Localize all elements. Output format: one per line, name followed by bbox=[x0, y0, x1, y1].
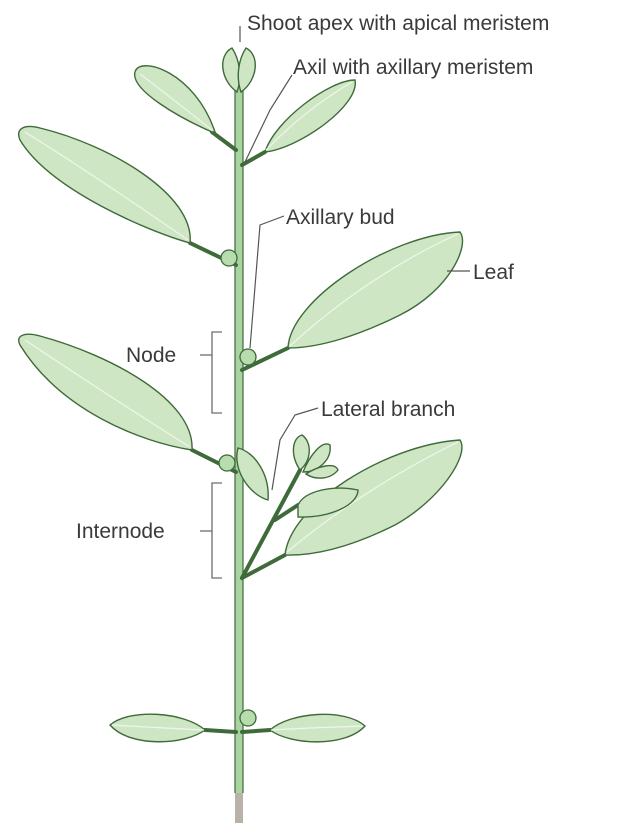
main-stem bbox=[235, 85, 243, 793]
label-internode: Internode bbox=[76, 520, 165, 543]
shoot-apex-bud bbox=[223, 48, 256, 92]
label-leaf: Leaf bbox=[473, 261, 514, 284]
leaf-large-left-top bbox=[19, 127, 191, 244]
leaf-upper-left bbox=[135, 66, 215, 132]
node-bracket bbox=[200, 332, 222, 413]
leaf-large-right-leaf bbox=[288, 232, 463, 348]
label-axillary-bud: Axillary bud bbox=[286, 206, 395, 229]
axillary-bud-3 bbox=[219, 455, 235, 471]
leaf-bottom-right bbox=[270, 714, 365, 742]
label-node: Node bbox=[126, 344, 176, 367]
axillary-bud-2 bbox=[240, 349, 256, 365]
label-axil: Axil with axillary meristem bbox=[293, 56, 533, 79]
axillary-bud-1 bbox=[221, 250, 237, 266]
leaf-bottom-left bbox=[110, 714, 205, 742]
internode-bracket bbox=[200, 483, 222, 578]
leader-axillary-bud bbox=[250, 216, 284, 348]
axillary-bud-4 bbox=[240, 710, 256, 726]
label-shoot-apex: Shoot apex with apical meristem bbox=[247, 12, 549, 35]
label-lateral-branch: Lateral branch bbox=[321, 398, 455, 421]
leaf-upper-right bbox=[265, 80, 355, 152]
root-base bbox=[235, 790, 243, 823]
